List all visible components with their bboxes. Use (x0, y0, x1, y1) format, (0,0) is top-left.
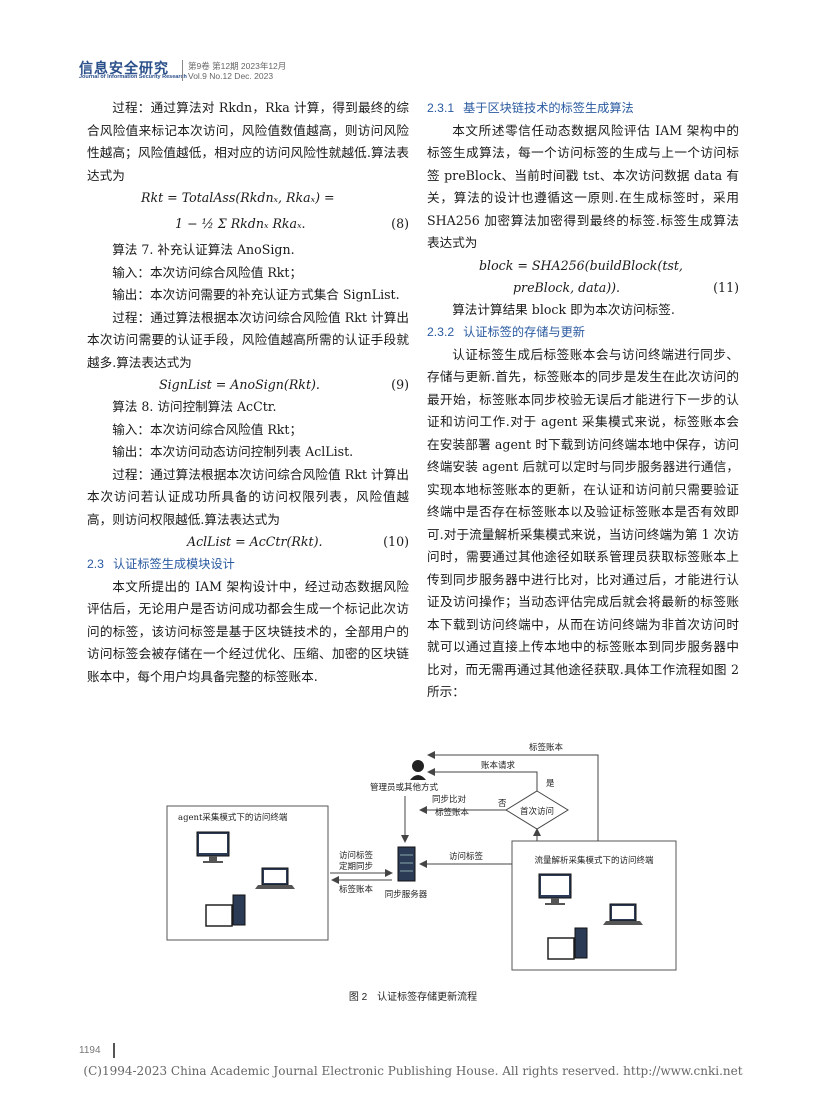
section-2-3-2-heading: 2.3.2 认证标签的存储与更新 (427, 321, 739, 344)
eq10-number: (10) (383, 534, 409, 549)
agent-box-title: agent采集模式下的访问终端 (178, 812, 288, 823)
equation-11-line1: block = SHA256(buildBlock(tst, (427, 255, 739, 277)
section-2-3-2-number: 2.3.2 (427, 325, 455, 339)
access-tag-right-label: 访问标签 (449, 851, 484, 862)
eq8-line1-text: Rkt = TotalAss(Rkdnₓ, Rkaₓ) = (141, 190, 335, 205)
page-number: 1194 (79, 1045, 101, 1056)
issue-cn: 第9卷 第12期 2023年12月 (188, 61, 287, 71)
eq8-line2-text: 1 − ½ Σ Rkdnₓ Rkaₓ. (175, 216, 306, 231)
algorithm-8-output: 输出：本次访问动态访问控制列表 AclList. (112, 444, 354, 459)
section-2-3-1-number: 2.3.1 (427, 101, 455, 115)
traffic-box-title: 流量解析采集模式下的访问终端 (534, 855, 654, 866)
ledger-request-arrow (427, 768, 538, 791)
traffic-monitor-icon (538, 873, 572, 905)
sync-server-icon (397, 846, 416, 882)
agent-terminal-box (166, 805, 329, 941)
traffic-terminal-box (511, 840, 677, 971)
access-tag-label-2: 定期同步 (339, 861, 373, 872)
admin-person-icon (410, 760, 426, 780)
first-visit-label: 首次访问 (520, 806, 554, 817)
figure-2-caption: 图 2 认证标签存储更新流程 (348, 992, 478, 1003)
eq9-text: SignList = AnoSign(Rkt). (159, 377, 320, 392)
eq11-line2-text: preBlock, data)). (513, 279, 621, 295)
algorithm-7-title: 算法 7. 补充认证算法 AnoSign. (112, 242, 295, 257)
section-2-3-1-heading: 2.3.1 基于区块链技术的标签生成算法 (427, 97, 739, 120)
equation-8-line1: Rkt = TotalAss(Rkdnₓ, Rkaₓ) = (87, 187, 409, 209)
section-2-3-title: 认证标签生成模块设计 (112, 557, 235, 571)
no-label: 否 (498, 799, 507, 809)
journal-subtitle: Journal of Information Security Research (79, 74, 187, 80)
paragraph-section-2-3: 本文所提出的 IAM 架构设计中，经过动态数据风险评估后，无论用户是否访问成功都… (87, 578, 409, 684)
eq10-text: AclList = AcCtr(Rkt). (187, 534, 323, 549)
journal-title: 信息安全研究 (79, 60, 169, 76)
algorithm-7-input: 输入：本次访问综合风险值 Rkt； (112, 264, 303, 280)
issue-en: Vol.9 No.12 Dec. 2023 (188, 71, 274, 81)
traffic-desktop-icon (547, 927, 588, 960)
paragraph-block-result: 算法计算结果 block 即为本次访问标签. (452, 301, 675, 317)
paragraph-tag-generation: 本文所述零信任动态数据风险评估 IAM 架构中的标签生成算法，每一个访问标签的生… (427, 122, 739, 251)
ledger-bottom-label: 标签账本 (339, 884, 374, 895)
algorithm-8-process: 过程：通过算法根据本次访问综合风险值 Rkt 计算出本次访问若认证成功所具备的访… (87, 466, 409, 527)
admin-label: 管理员或其他方式 (370, 782, 439, 793)
algorithm-8-input: 输入：本次访问综合风险值 Rkt； (112, 421, 303, 437)
algorithm-8-title: 算法 8. 访问控制算法 AcCtr. (112, 399, 277, 414)
eq9-number: (9) (391, 377, 409, 392)
access-tag-label-1: 访问标签 (339, 850, 374, 861)
equation-10: AclList = AcCtr(Rkt). (10) (87, 531, 409, 553)
copyright-footer: (C)1994-2023 China Academic Journal Elec… (83, 1064, 743, 1078)
eq11-line1-text: block = SHA256(buildBlock(tst, (479, 257, 683, 273)
ledger-top-label: 标签账本 (529, 742, 564, 753)
sync-compare-label-1: 同步比对 (432, 794, 467, 805)
yes-label: 是 (546, 779, 555, 789)
agent-laptop-icon (255, 867, 295, 889)
section-2-3-heading: 2.3 认证标签生成模块设计 (87, 553, 409, 576)
ledger-request-label: 账本请求 (481, 760, 516, 771)
left-column: 过程：通过算法对 Rkdn，Rka 计算，得到最终的综合风险值来标记本次访问，风… (87, 97, 409, 688)
right-column: 2.3.1 基于区块链技术的标签生成算法 本文所述零信任动态数据风险评估 IAM … (427, 97, 739, 704)
sync-compare-label-2: 标签账本 (435, 807, 470, 818)
algorithm-7-output: 输出：本次访问需要的补充认证方式集合 SignList. (112, 287, 400, 302)
section-2-3-number: 2.3 (87, 557, 104, 571)
section-2-3-1-title: 基于区块链技术的标签生成算法 (463, 101, 634, 115)
issue-info: 第9卷 第12期 2023年12月 Vol.9 No.12 Dec. 2023 (188, 61, 286, 81)
eq11-number: (11) (713, 279, 739, 295)
agent-desktop-icon (205, 894, 246, 927)
eq8-number: (8) (391, 216, 409, 231)
traffic-laptop-icon (603, 903, 643, 925)
page-number-bar (113, 1043, 115, 1058)
sync-server-label: 同步服务器 (385, 889, 428, 900)
equation-11-line2: preBlock, data)). (11) (427, 277, 739, 299)
header-divider (182, 60, 183, 81)
ledger-top-arrow (427, 751, 599, 841)
paragraph-storage-update: 认证标签生成后标签账本会与访问终端进行同步、存储与更新.首先，标签账本的同步是发… (427, 346, 739, 700)
agent-monitor-icon (196, 831, 230, 863)
equation-9: SignList = AnoSign(Rkt). (9) (87, 374, 409, 396)
equation-8-line2: 1 − ½ Σ Rkdnₓ Rkaₓ. (8) (87, 209, 409, 239)
section-2-3-2-title: 认证标签的存储与更新 (463, 325, 585, 339)
paragraph-process-risk: 过程：通过算法对 Rkdn，Rka 计算，得到最终的综合风险值来标记本次访问，风… (87, 100, 409, 183)
algorithm-7-process: 过程：通过算法根据本次访问综合风险值 Rkt 计算出本次访问需要的认证手段，风险… (87, 309, 409, 370)
